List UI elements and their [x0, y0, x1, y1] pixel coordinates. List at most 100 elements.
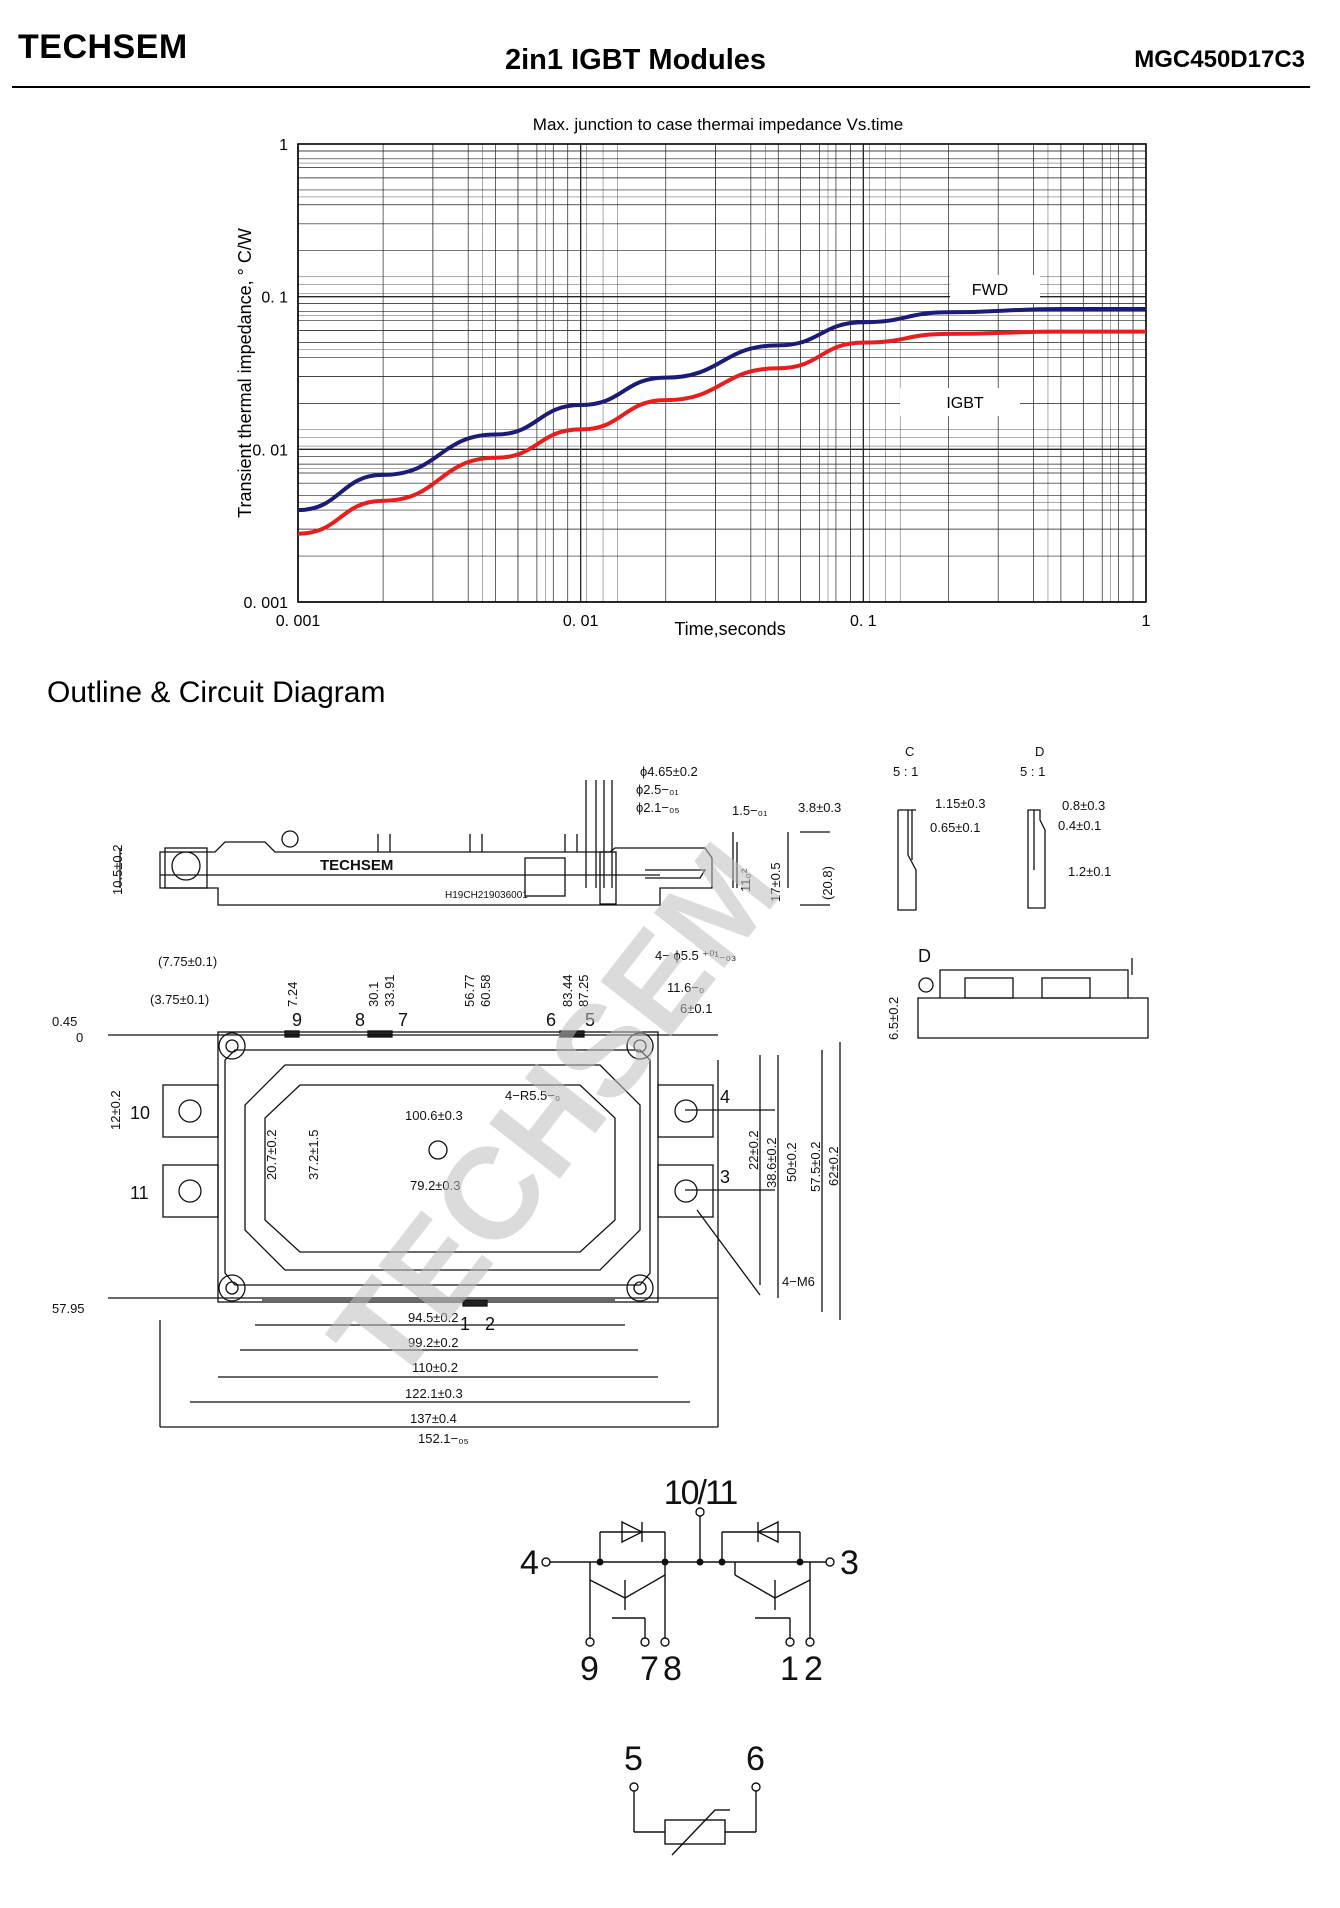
- circuit-terminal-9: 9: [580, 1650, 599, 1688]
- detail-d-scale: 5 : 1: [1020, 764, 1045, 779]
- dim-65: 6.5±0.2: [886, 997, 901, 1040]
- dim-575: 57.5±0.2: [808, 1141, 823, 1192]
- terminal-11: 11: [130, 1183, 149, 1203]
- side-dim-208: (20.8): [820, 866, 835, 900]
- thermal-impedance-chart: Max. junction to case thermai impedance …: [235, 115, 1151, 639]
- dim-22: 22±0.2: [746, 1130, 761, 1170]
- legend-fwd: FWD: [950, 275, 1040, 303]
- section-title: Outline & Circuit Diagram: [47, 676, 386, 709]
- dim-301: 30.1: [366, 982, 381, 1007]
- dim-62: 62±0.2: [826, 1146, 841, 1186]
- circuit-diagram: 10/11 4 3 9 7 8 1 2 5 6: [520, 1474, 859, 1856]
- side-dim-phi25: ϕ2.5−₀₁: [636, 782, 679, 797]
- x-tick-label: 0. 001: [276, 613, 321, 630]
- legend-fwd-label: FWD: [972, 282, 1008, 299]
- terminal-3: 3: [720, 1167, 730, 1187]
- x-tick-label: 0. 1: [850, 613, 877, 630]
- dim-110: 110±0.2: [412, 1360, 458, 1375]
- dim-50: 50±0.2: [784, 1142, 799, 1182]
- y-tick-label: 1: [279, 137, 288, 154]
- x-axis-label: Time,seconds: [674, 619, 785, 639]
- dim-8725: 87.25: [576, 974, 591, 1007]
- circuit-terminal-3: 3: [840, 1544, 859, 1582]
- detail-d-dim-08: 0.8±0.3: [1062, 798, 1105, 813]
- detail-d-letter: D: [1035, 744, 1044, 759]
- legend-igbt: IGBT: [900, 388, 1020, 416]
- circuit-terminal-1: 1: [780, 1650, 799, 1688]
- detail-c-letter: C: [905, 744, 914, 759]
- detail-c-dim-065: 0.65±0.1: [930, 820, 981, 835]
- top-view: [108, 1030, 841, 1428]
- dim-m6: 4−M6: [782, 1274, 815, 1289]
- terminal-1: 1: [460, 1314, 470, 1334]
- series-line-fwd: [297, 307, 1146, 513]
- part-number: MGC450D17C3: [1134, 46, 1305, 73]
- side-dim-phi465: ϕ4.65±0.2: [640, 764, 698, 779]
- side-dim-15: 1.5−₀₁: [732, 803, 768, 818]
- dim-3391: 33.91: [382, 974, 397, 1007]
- dim-386: 38.6±0.2: [764, 1137, 779, 1188]
- dim-792: 79.2±0.3: [410, 1178, 461, 1193]
- side-dim-105: 10.5±0.2: [110, 844, 125, 895]
- end-view: [917, 958, 1149, 1039]
- side-dim-phi21: ϕ2.1−₀₅: [636, 800, 680, 815]
- dim-6: 6±0.1: [680, 1001, 712, 1016]
- circuit-terminal-2: 2: [804, 1650, 823, 1688]
- terminal-5: 5: [585, 1010, 595, 1030]
- header-divider: [12, 86, 1310, 88]
- ntc-terminal-5: 5: [624, 1740, 643, 1778]
- dim-945: 94.5±0.2: [408, 1310, 459, 1325]
- circuit-terminal-7: 7: [640, 1650, 659, 1688]
- plot-frame: [297, 143, 1147, 603]
- dim-1521: 152.1−₀₅: [418, 1431, 469, 1446]
- module-label: TECHSEM: [320, 857, 393, 874]
- series-line-igbt: [297, 329, 1146, 536]
- dim-1221: 122.1±0.3: [405, 1386, 463, 1401]
- y-tick-label: 0. 1: [261, 290, 288, 307]
- dim-775: (7.75±0.1): [158, 954, 217, 969]
- detail-c-scale: 5 : 1: [893, 764, 918, 779]
- dim-5677: 56.77: [462, 974, 477, 1007]
- dim-992: 99.2±0.2: [408, 1335, 459, 1350]
- dim-hole: 4− ϕ5.5 ⁺⁰¹₋₀₃: [655, 948, 736, 963]
- dim-1006: 100.6±0.3: [405, 1108, 463, 1123]
- brand-name: TECHSEM: [18, 28, 188, 66]
- detail-c-marker: [281, 830, 299, 848]
- circuit-terminal-4: 4: [520, 1544, 539, 1582]
- chart-grid: [297, 144, 1146, 603]
- ntc-terminal-6: 6: [746, 1740, 765, 1778]
- dim-0: 0: [76, 1030, 83, 1045]
- circuit-terminal-8: 8: [663, 1650, 682, 1688]
- side-dim-11: 11₀²: [738, 868, 753, 892]
- detail-c-view: [897, 809, 917, 911]
- detail-d-view: [1027, 809, 1046, 909]
- side-view: [119, 780, 830, 906]
- y-axis-label: Transient thermal impedance, ° C/W: [235, 228, 255, 518]
- dim-207: 20.7±0.2: [264, 1129, 279, 1180]
- detail-d-dim-04: 0.4±0.1: [1058, 818, 1101, 833]
- terminal-8: 8: [355, 1010, 365, 1030]
- circuit-terminal-10-11: 10/11: [664, 1474, 738, 1512]
- dim-12: 12±0.2: [108, 1090, 123, 1130]
- dim-6058: 60.58: [478, 974, 493, 1007]
- dim-137: 137±0.4: [410, 1411, 457, 1426]
- chart-title: Max. junction to case thermai impedance …: [533, 115, 903, 134]
- dim-724: 7.24: [285, 982, 300, 1007]
- detail-d-dim-12: 1.2±0.1: [1068, 864, 1111, 879]
- dim-5795: 57.95: [52, 1301, 85, 1316]
- dim-8344: 83.44: [560, 974, 575, 1007]
- terminal-7: 7: [398, 1010, 408, 1030]
- end-view-letter: D: [918, 946, 931, 966]
- y-tick-label: 0. 01: [252, 442, 288, 459]
- dim-375: (3.75±0.1): [150, 992, 209, 1007]
- module-code: H19CH219036001: [445, 890, 528, 901]
- terminal-4: 4: [720, 1087, 730, 1107]
- chart-series: [297, 307, 1147, 536]
- terminal-2: 2: [485, 1314, 495, 1334]
- y-tick-label: 0. 001: [244, 595, 289, 612]
- dim-116: 11.6−₀: [667, 980, 704, 995]
- dim-045: 0.45: [52, 1014, 77, 1029]
- terminal-6: 6: [546, 1010, 556, 1030]
- detail-c-dim-115: 1.15±0.3: [935, 796, 986, 811]
- dim-r55: 4−R5.5−₀: [505, 1088, 560, 1103]
